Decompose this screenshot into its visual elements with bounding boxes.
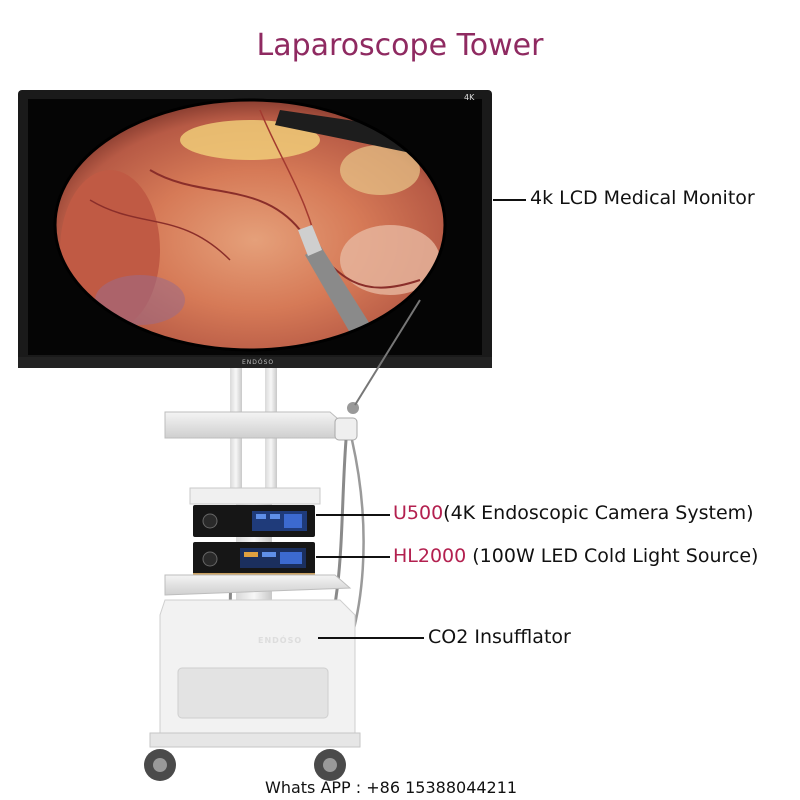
light-description: (100W LED Cold Light Source): [466, 545, 759, 567]
monitor-brand: ENDÓSO: [242, 359, 275, 366]
light-source-unit: [193, 542, 315, 576]
light-model: HL2000: [393, 545, 467, 567]
camera-head: [334, 417, 358, 441]
monitor: [18, 90, 492, 368]
whatsapp-contact: Whats APP : +86 15388044211: [265, 778, 518, 797]
monitor-label: 4k LCD Medical Monitor: [530, 187, 755, 209]
wheels: [144, 732, 361, 781]
camera-unit: [193, 505, 315, 537]
camera-system-label: U500(4K Endoscopic Camera System): [393, 502, 754, 524]
page-title: Laparoscope Tower: [256, 28, 544, 63]
camera-model: U500: [393, 502, 444, 524]
light-source-label: HL2000 (100W LED Cold Light Source): [393, 545, 758, 567]
insufflator-brand: ENDÓSO: [258, 636, 303, 645]
monitor-4k-badge: 4K: [464, 93, 475, 102]
camera-description: (4K Endoscopic Camera System): [443, 502, 754, 524]
top-shelf: [164, 411, 346, 439]
insufflator-label: CO2 Insufflator: [428, 626, 571, 648]
